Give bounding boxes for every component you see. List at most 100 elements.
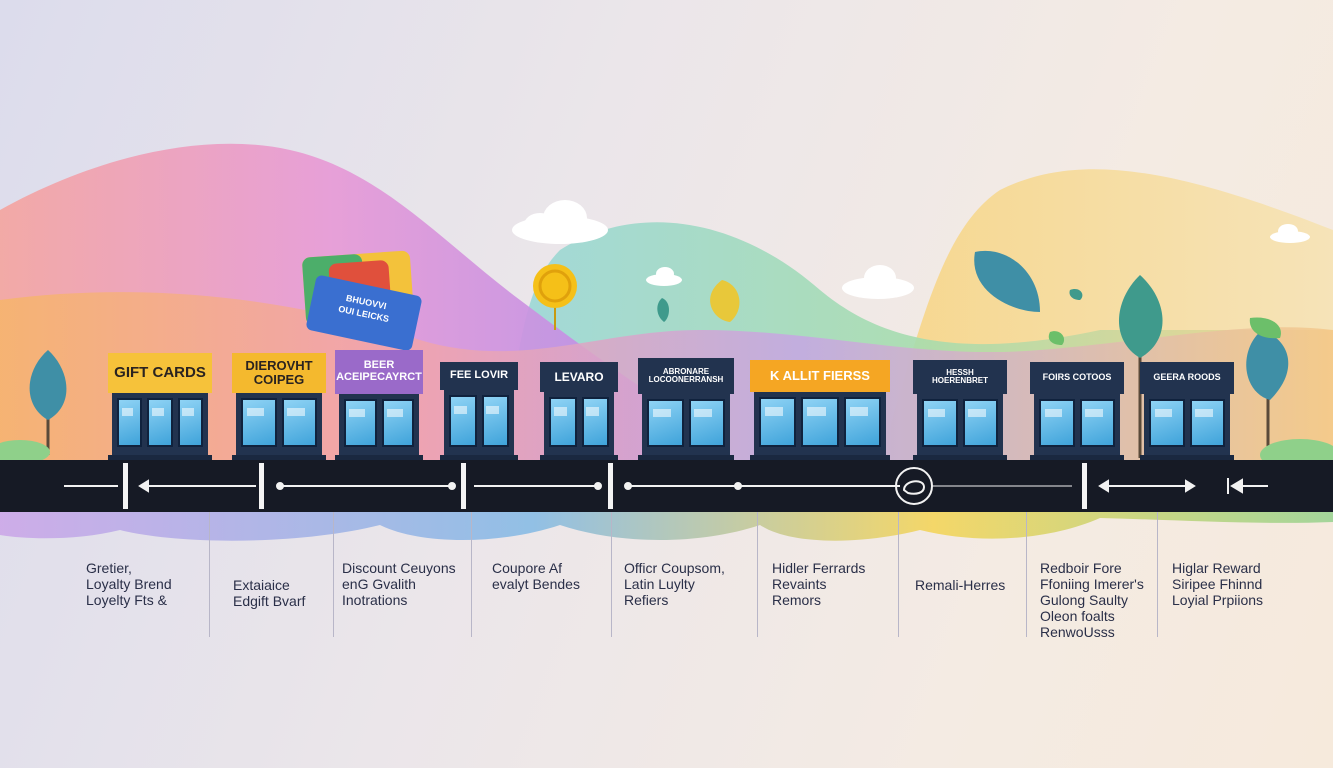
store-window xyxy=(281,398,317,447)
cloud-icon xyxy=(842,265,914,299)
milestone-label: Hidler Ferrards Revaints Remors xyxy=(772,560,866,608)
store-base xyxy=(108,455,212,460)
store-sign: DIEROVHT COIPEG xyxy=(232,353,326,393)
tree-icon xyxy=(1246,317,1289,455)
leaf-icon xyxy=(974,250,1040,312)
cloud-icon xyxy=(1270,224,1310,243)
store-sign: FEE LOVIR xyxy=(440,362,518,390)
milestone-label: Coupore Af evalyt Bendes xyxy=(492,560,580,592)
store-window xyxy=(801,397,839,447)
store-sign: GEERA ROODS xyxy=(1140,362,1234,394)
store-window xyxy=(962,399,998,447)
double-arrow-icon xyxy=(624,482,900,490)
store-window xyxy=(344,399,377,447)
store-window xyxy=(449,395,477,447)
storefront: FEE LOVIR xyxy=(440,362,518,460)
gift-card xyxy=(306,275,422,351)
store-window xyxy=(1189,399,1225,447)
store-sign: LEVARO xyxy=(540,362,618,392)
store-building xyxy=(444,390,514,455)
leaf-icon xyxy=(710,280,740,322)
store-base xyxy=(913,455,1007,460)
coin-icon xyxy=(533,264,577,330)
storefront: ABRONARE LOCOONERRANSH xyxy=(638,358,734,460)
milestone-label: Higlar Reward Siripee Fhinnd Loyial Prpi… xyxy=(1172,560,1264,608)
tree-icon xyxy=(29,350,67,455)
store-base xyxy=(540,455,618,460)
cloud-icon xyxy=(646,267,682,286)
store-window xyxy=(647,399,684,447)
timeline-tick xyxy=(608,463,613,509)
store-sign: ABRONARE LOCOONERRANSH xyxy=(638,358,734,394)
column-divider xyxy=(471,512,472,637)
store-sign: BEER ACEIPECAYRCT xyxy=(335,350,423,394)
store-base xyxy=(335,455,423,460)
timeline-arrows xyxy=(64,467,1268,505)
store-window xyxy=(1039,399,1075,447)
store-building xyxy=(236,393,322,455)
column-divider xyxy=(898,512,899,637)
double-arrow-icon xyxy=(276,482,456,490)
store-window xyxy=(381,399,414,447)
timeline-tick xyxy=(259,463,264,509)
storefront: GEERA ROODS xyxy=(1140,362,1234,460)
store-window xyxy=(241,398,277,447)
timeline-tick xyxy=(123,463,128,509)
store-window xyxy=(1079,399,1115,447)
milestone-label: Officr Coupsom, Latin Luylty Refiers xyxy=(624,560,725,608)
column-divider xyxy=(611,512,612,637)
store-sign: K ALLIT FIERSS xyxy=(750,360,890,392)
store-building xyxy=(642,394,730,455)
store-base xyxy=(1140,455,1234,460)
store-building xyxy=(754,392,886,455)
store-sign: HESSH HOERENBRET xyxy=(913,360,1007,394)
store-base xyxy=(1030,455,1124,460)
double-arrow-icon xyxy=(474,482,602,490)
storefront: FOIRS COTOOS xyxy=(1030,362,1124,460)
milestone-label: Discount Ceuyons enG Gvalith Inotrations xyxy=(342,560,456,608)
column-divider xyxy=(757,512,758,637)
store-window xyxy=(581,397,609,447)
timeline-tick xyxy=(1082,463,1087,509)
store-window xyxy=(922,399,958,447)
store-sign: GIFT CARDS xyxy=(108,353,212,393)
storefront: LEVARO xyxy=(540,362,618,460)
store-base xyxy=(750,455,890,460)
leaf-icon xyxy=(657,298,669,322)
column-divider xyxy=(209,512,210,637)
storefront: GIFT CARDS xyxy=(108,353,212,460)
timeline-tick xyxy=(461,463,466,509)
milestone-label: Remali-Herres xyxy=(915,577,1006,593)
milestone-label: Gretier, Loyalty Brend Loyelty Fts & xyxy=(86,560,172,608)
store-window xyxy=(177,398,203,447)
store-building xyxy=(917,394,1003,455)
store-building xyxy=(112,393,208,455)
store-sign: FOIRS COTOOS xyxy=(1030,362,1124,394)
store-window xyxy=(759,397,797,447)
piggy-bank-icon xyxy=(895,467,933,505)
store-window xyxy=(481,395,509,447)
cloud-icon xyxy=(512,200,608,244)
store-building xyxy=(1144,394,1230,455)
store-base xyxy=(638,455,734,460)
double-arrow-icon xyxy=(1098,479,1196,493)
store-base xyxy=(232,455,326,460)
storefront: BEER ACEIPECAYRCT xyxy=(335,350,423,460)
storefront: DIEROVHT COIPEG xyxy=(232,353,326,460)
rewind-icon xyxy=(1227,478,1268,494)
storefront: HESSH HOERENBRET xyxy=(913,360,1007,460)
store-window xyxy=(147,398,173,447)
milestone-label: Redboir Fore Ffoniing Imerer's Gulong Sa… xyxy=(1040,560,1144,640)
column-divider xyxy=(1157,512,1158,637)
leaf-icon xyxy=(1069,289,1083,300)
store-building xyxy=(339,394,419,455)
column-divider xyxy=(333,512,334,637)
column-divider xyxy=(1026,512,1027,637)
store-base xyxy=(440,455,518,460)
store-building xyxy=(544,392,614,455)
storefront: K ALLIT FIERSS xyxy=(750,360,890,460)
store-window xyxy=(688,399,725,447)
milestone-label: Extaiaice Edgift Bvarf xyxy=(233,577,306,609)
arrow-left-icon xyxy=(138,479,256,493)
store-window xyxy=(1149,399,1185,447)
